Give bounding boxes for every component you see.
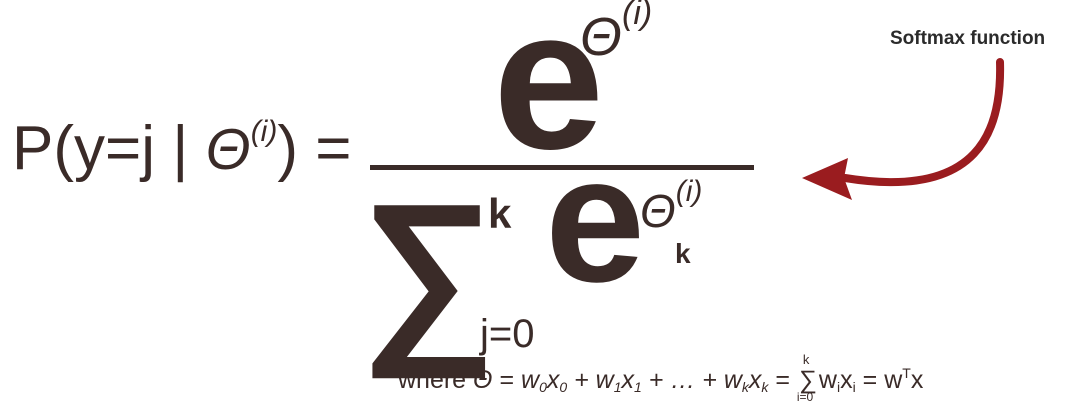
sub-0b: 0	[559, 379, 568, 395]
xk: x	[748, 366, 762, 394]
condition-expr: y=j |	[74, 114, 206, 183]
numerator-exponent: Θ(i)	[580, 0, 652, 68]
footer-eq1: =	[492, 366, 521, 394]
denominator-sup-i: (i)	[675, 174, 703, 208]
plus-3: +	[695, 366, 724, 394]
x1: x	[621, 366, 635, 394]
footer-eq3: =	[855, 366, 885, 394]
transpose-T: T	[902, 365, 911, 381]
plus-1: +	[567, 366, 596, 394]
open-paren: (	[53, 114, 75, 183]
numerator-sup-i: (i)	[622, 0, 653, 32]
footer-theta: Θ	[473, 366, 493, 394]
arrow-head	[802, 158, 852, 200]
fraction-bar	[370, 165, 754, 170]
wk: w	[723, 366, 742, 394]
curved-arrow-icon	[802, 58, 1005, 200]
w-transpose: w	[884, 366, 903, 394]
sub-1: 1	[613, 379, 622, 395]
footer-eq2: =	[768, 366, 797, 394]
x0: x	[546, 366, 560, 394]
theta-definition: where Θ = w0x0 + w1x1 + … + wkxk = k∑i=0…	[398, 352, 924, 404]
superscript-i: (i)	[250, 115, 278, 149]
equals-sign: =	[298, 114, 352, 183]
wi: w	[818, 366, 837, 394]
denominator-e: e	[545, 119, 646, 320]
p-symbol: P	[12, 114, 54, 183]
sub-ib: i	[852, 379, 856, 395]
sub-i: i	[836, 379, 841, 395]
summation-lower-limit: j=0	[480, 312, 535, 356]
lhs-probability: P(y=j | Θ(i)) =	[12, 115, 351, 182]
sub-k: k	[741, 379, 749, 395]
mini-summation: k∑i=0	[797, 352, 819, 404]
sub-kb: k	[761, 379, 769, 395]
where-word: where	[398, 366, 474, 394]
summation-upper-limit: k	[488, 190, 512, 237]
arrow-shaft	[841, 58, 1005, 187]
numerator-theta: Θ	[580, 7, 623, 67]
denominator-exponent: Θ(i)	[640, 175, 702, 238]
w1: w	[595, 366, 614, 394]
sub-1b: 1	[634, 379, 642, 395]
denominator-theta: Θ	[640, 185, 676, 237]
theta-symbol: Θ	[205, 117, 251, 182]
softmax-label: Softmax function	[890, 28, 1046, 49]
numerator-e: e	[493, 0, 605, 191]
summation-symbol: ∑	[360, 165, 496, 377]
sub-0: 0	[539, 379, 547, 395]
x-final: x	[910, 366, 924, 394]
mini-sum-upper: k	[802, 352, 810, 367]
ellipsis: …	[670, 366, 696, 394]
close-paren: )	[277, 114, 298, 183]
denominator-sub-k: k	[675, 238, 691, 269]
plus-2: +	[641, 366, 671, 394]
mini-sum-symbol: ∑	[798, 366, 817, 394]
w0: w	[521, 366, 540, 394]
mini-sum-lower: i=0	[796, 390, 814, 404]
xi: x	[840, 366, 853, 394]
